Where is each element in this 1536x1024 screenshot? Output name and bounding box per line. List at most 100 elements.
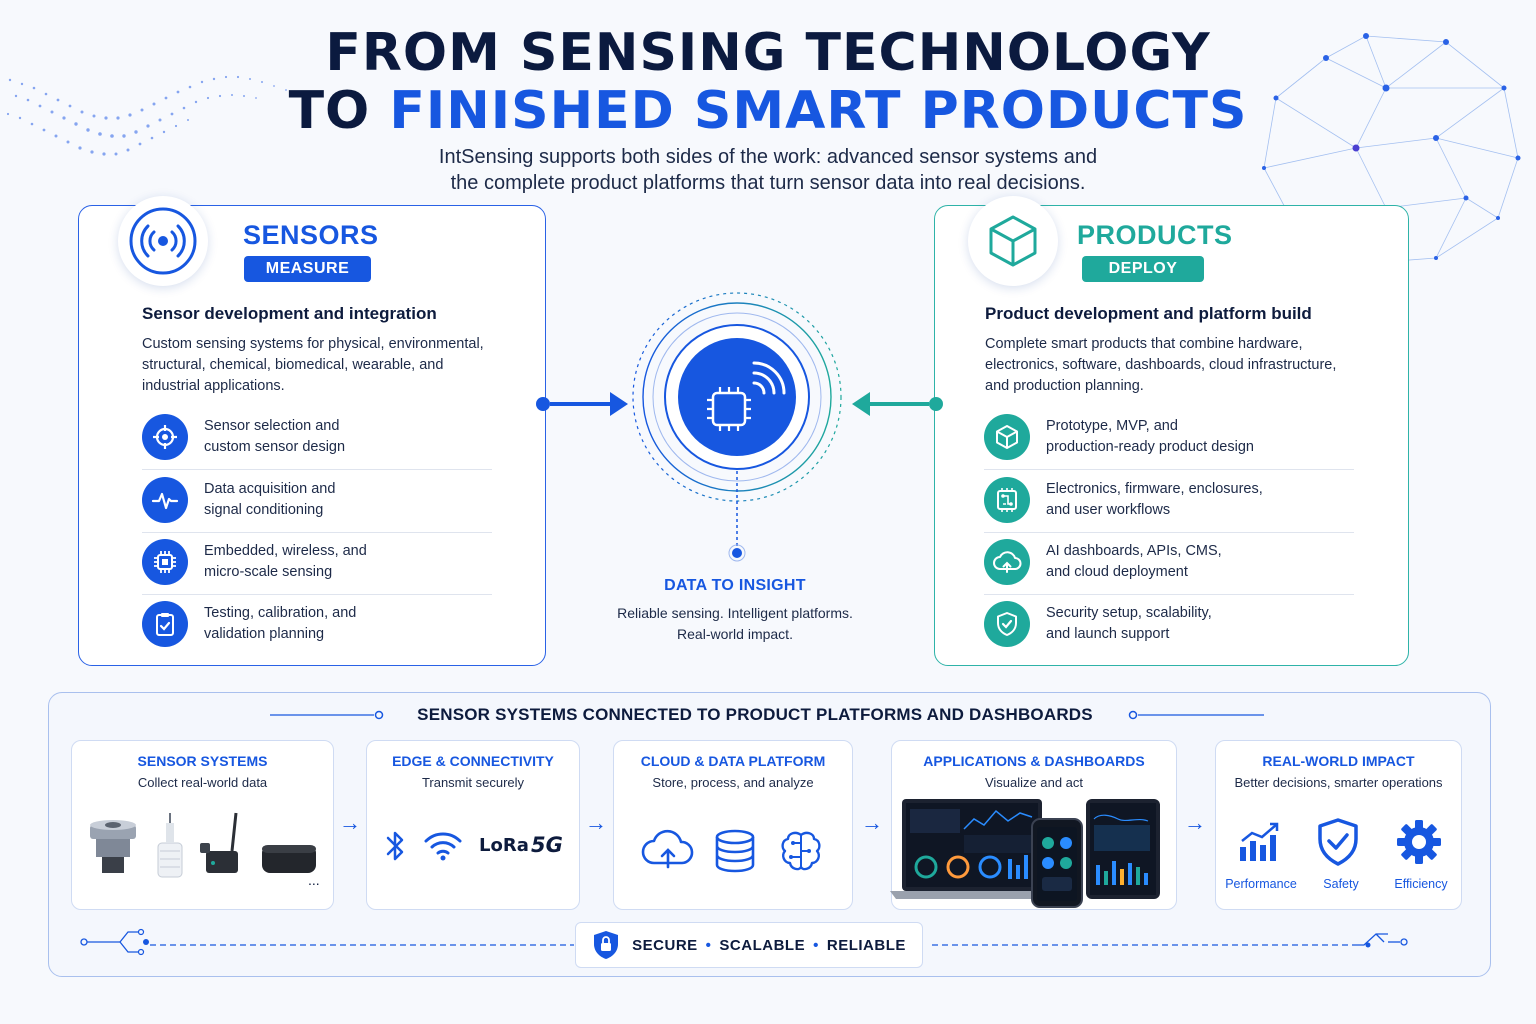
stage-title: CLOUD & DATA PLATFORM (640, 753, 826, 769)
center-hub-graphic (536, 292, 943, 562)
banner-word-reliable: RELIABLE (826, 936, 906, 954)
center-title: DATA TO INSIGHT (664, 577, 806, 594)
stage-applications-dashboards: APPLICATIONS & DASHBOARDS Visualize and … (890, 740, 1177, 910)
line: Security setup, scalability, (1046, 605, 1212, 621)
flow-arrow-icon: → (1184, 810, 1206, 835)
stage-subtitle: Transmit securely (421, 775, 525, 790)
banner-word-scalable: SCALABLE (719, 936, 806, 954)
list-text: Prototype, MVP, and production-ready prod… (1046, 416, 1254, 458)
line: and user workflows (1046, 502, 1171, 518)
crosshair-icon (142, 414, 188, 460)
products-item-electronics: Electronics, firmware, enclosures, and us… (984, 469, 1263, 531)
separator-dot: • (705, 936, 712, 954)
more-devices-ellipsis: ... (308, 872, 320, 887)
center-line: Reliable sensing. Intelligent platforms. (617, 605, 853, 621)
gear-icon (1397, 820, 1441, 864)
center-line: Real-world impact. (677, 626, 793, 642)
flow-arrow-icon: → (339, 810, 361, 835)
list-text: Security setup, scalability,and launch s… (1046, 603, 1212, 645)
divider (142, 532, 492, 533)
sensors-heading: Sensor development and integration (142, 304, 437, 323)
line: Electronics, firmware, enclosures, (1046, 481, 1263, 497)
banner-word-secure: SECURE (632, 936, 698, 954)
list-text: Sensor selection and custom sensor design (204, 416, 345, 458)
stage-title: APPLICATIONS & DASHBOARDS (923, 753, 1145, 769)
subtitle-line2: the complete product platforms that turn… (450, 172, 1086, 194)
line: AI dashboards, APIs, CMS, (1046, 543, 1222, 559)
list-text: Electronics, firmware, enclosures, and us… (1046, 479, 1263, 521)
desc-line: and production planning. (985, 378, 1144, 394)
products-item-dashboards: AI dashboards, APIs, CMS,and cloud deplo… (984, 531, 1222, 593)
impact-safety-label: Safety (1323, 877, 1359, 891)
desc-line: industrial applications. (142, 378, 285, 394)
list-text: Data acquisition and signal conditioning (204, 479, 335, 521)
pipeline-title: SENSOR SYSTEMS CONNECTED TO PRODUCT PLAT… (417, 705, 1093, 724)
products-description: Complete smart products that combine har… (985, 334, 1336, 397)
chip-icon (142, 539, 188, 585)
stage-subtitle: Visualize and act (984, 775, 1084, 790)
stage-cloud-data: CLOUD & DATA PLATFORM Store, process, an… (613, 740, 853, 910)
shield-check-icon (1318, 818, 1358, 866)
divider (984, 532, 1354, 533)
impact-performance-label: Performance (1225, 877, 1297, 891)
divider (142, 469, 492, 470)
products-item-security: Security setup, scalability,and launch s… (984, 593, 1212, 655)
wifi-icon (424, 832, 462, 861)
page-title-line1: FROM SENSING TECHNOLOGY (325, 23, 1211, 83)
page-title-line2: TO FINISHED SMART PRODUCTS (0, 82, 1536, 140)
devices-dashboard-illustration (890, 799, 1160, 908)
stage-title: REAL-WORLD IMPACT (1262, 753, 1415, 769)
flow-arrow-icon: → (585, 810, 607, 835)
line: Testing, calibration, and (204, 605, 357, 621)
impact-efficiency-label: Efficiency (1394, 877, 1448, 891)
cube-outline-icon (989, 215, 1037, 267)
sensor-devices-illustration: ... (90, 812, 320, 887)
separator-dot: • (813, 936, 819, 954)
line: Sensor selection and (204, 418, 340, 434)
products-heading: Product development and platform build (985, 304, 1312, 323)
stage-edge-connectivity: EDGE & CONNECTIVITY Transmit securely Lo… (366, 740, 580, 910)
products-badge (968, 196, 1058, 286)
5g-label: 5G (531, 833, 563, 857)
line: production-ready product design (1046, 439, 1254, 455)
products-item-prototype: Prototype, MVP, and production-ready prod… (984, 406, 1254, 468)
line: Prototype, MVP, and (1046, 418, 1178, 434)
footer-connector-left (80, 928, 574, 956)
sensors-item-acquisition: Data acquisition and signal conditioning (142, 469, 335, 531)
circuit-board-icon (984, 477, 1030, 523)
stage-title: EDGE & CONNECTIVITY (392, 753, 554, 769)
brain-icon (781, 831, 821, 871)
lora-label: LoRa (479, 835, 529, 856)
cloud-upload-icon (641, 829, 694, 869)
center-subtitle: Reliable sensing. Intelligent platforms.… (590, 603, 880, 645)
title-connector-right (1128, 710, 1264, 720)
line: Data acquisition and (204, 481, 336, 497)
sensors-description: Custom sensing systems for physical, env… (142, 334, 484, 397)
security-banner-text: SECURE • SCALABLE • RELIABLE (632, 937, 906, 954)
clipboard-check-icon (142, 601, 188, 647)
sensors-tag: MEASURE (244, 256, 371, 282)
flow-arrow-icon: → (861, 810, 883, 835)
divider (984, 469, 1354, 470)
desc-line: Custom sensing systems for physical, env… (142, 336, 484, 352)
line: Embedded, wireless, and (204, 543, 367, 559)
broadcast-icon (129, 207, 197, 275)
sensors-badge (118, 196, 208, 286)
cube-icon (984, 414, 1030, 460)
shield-check-icon (984, 601, 1030, 647)
sensors-title: SENSORS (243, 220, 379, 250)
stage-subtitle: Collect real-world data (137, 775, 268, 790)
sensors-item-selection: Sensor selection and custom sensor design (142, 406, 345, 468)
title-connector-left (270, 710, 384, 720)
stage-subtitle: Better decisions, smarter operations (1234, 775, 1443, 790)
desc-line: electronics, software, dashboards, cloud… (985, 357, 1337, 373)
bluetooth-icon (386, 831, 404, 861)
desc-line: structural, chemical, biomedical, wearab… (142, 357, 444, 373)
subtitle-line1: IntSensing supports both sides of the wo… (438, 146, 1098, 168)
line: signal conditioning (204, 502, 324, 518)
line: custom sensor design (204, 439, 346, 455)
